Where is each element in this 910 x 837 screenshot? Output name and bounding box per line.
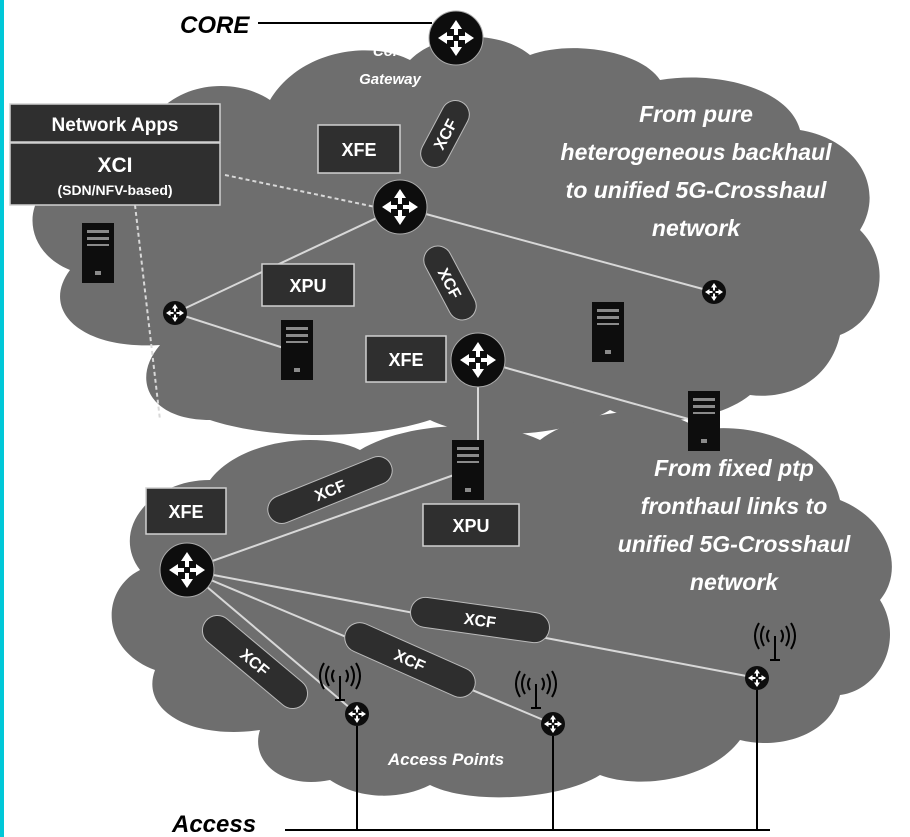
- antenna-icon: [515, 670, 557, 709]
- server-icon: [82, 223, 114, 283]
- server-icon: [452, 440, 484, 500]
- xci-label: XCI: [97, 154, 132, 177]
- xcf-label: XCF: [463, 611, 497, 632]
- server-icon: [281, 320, 313, 380]
- antenna-icon: [754, 622, 796, 661]
- backhaul-text-2: heterogeneous backhaul: [561, 139, 833, 165]
- xfe-label: XFE: [168, 502, 203, 522]
- xpu-box-bottom: XPU: [422, 503, 520, 547]
- server-icon: [688, 391, 720, 451]
- xpu-box-top: XPU: [261, 263, 355, 307]
- xfe-label: XFE: [388, 350, 423, 370]
- xpu-label: XPU: [289, 276, 326, 296]
- xcf-pill-4: XCF: [410, 596, 550, 644]
- core-gateway-label-1: Core: [373, 43, 407, 60]
- access-point-router-icon: [541, 712, 565, 736]
- backhaul-text-4: network: [652, 215, 741, 241]
- xpu-label: XPU: [452, 516, 489, 536]
- xcf-pill-5: XCF: [344, 622, 476, 698]
- backhaul-text-3: to unified 5G-Crosshaul: [566, 177, 827, 203]
- xfe-box-top: XFE: [317, 124, 401, 174]
- network-apps-box: Network Apps: [9, 103, 221, 143]
- access-label: Access: [171, 811, 256, 837]
- core-gateway-router-icon: [428, 10, 484, 66]
- backhaul-text-1: From pure: [639, 101, 753, 127]
- small-router-icon: [702, 280, 726, 304]
- fronthaul-text-2: fronthaul links to: [641, 493, 828, 519]
- small-router-icon: [163, 301, 187, 325]
- xfe-box-mid: XFE: [365, 335, 447, 383]
- core-label: CORE: [180, 12, 250, 39]
- xci-sub-label: (SDN/NFV-based): [57, 182, 172, 198]
- xfe-box-left: XFE: [145, 487, 227, 535]
- xci-box: XCI (SDN/NFV-based): [9, 142, 221, 206]
- network-apps-label: Network Apps: [51, 115, 178, 136]
- left-border: [0, 0, 4, 837]
- core-gateway-label-2: Gateway: [359, 71, 421, 88]
- access-router-icon: [159, 542, 215, 598]
- fronthaul-text-4: network: [690, 569, 779, 595]
- xfe-label: XFE: [341, 140, 376, 160]
- access-points-label: Access Points: [387, 750, 504, 769]
- mid-router-icon: [450, 332, 506, 388]
- access-point-router-icon: [745, 666, 769, 690]
- fronthaul-text-1: From fixed ptp: [654, 455, 814, 481]
- xcf-pill-3: XCF: [267, 456, 393, 524]
- access-point-router-icon: [345, 702, 369, 726]
- central-router-icon: [372, 179, 428, 235]
- antenna-icon: [319, 662, 361, 701]
- server-icon: [592, 302, 624, 362]
- access-bus: [285, 690, 770, 831]
- fronthaul-text-3: unified 5G-Crosshaul: [618, 531, 851, 557]
